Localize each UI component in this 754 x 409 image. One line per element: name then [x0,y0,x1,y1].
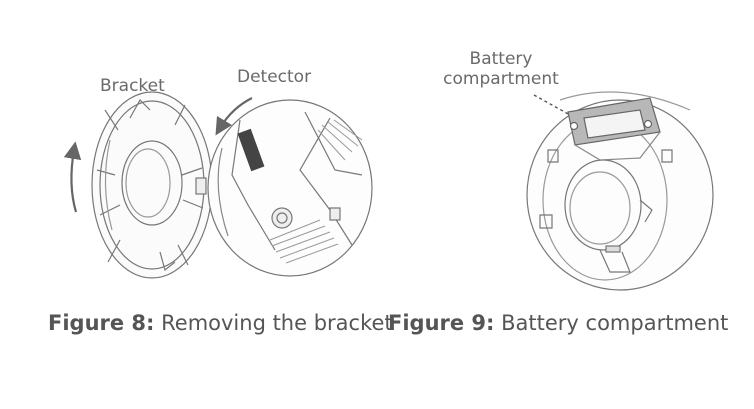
detector-illustration [207,99,373,277]
figure9-caption-text: Battery compartment [494,311,729,335]
figure8-caption: Figure 8: Removing the bracket [48,311,393,335]
figure9-caption: Figure 9: Battery compartment [388,311,728,335]
figure8-caption-text: Removing the bracket [154,311,393,335]
bracket-illustration [91,91,213,279]
battery-compartment-label: Battery compartment [443,49,559,89]
figure9-number: Figure 9: [388,311,495,335]
rotate-down-arrow [215,97,253,136]
rotate-up-arrow [63,141,82,213]
detector-label: Detector [237,67,312,87]
battery-compartment-illustration [567,97,661,161]
bracket-label: Bracket [100,76,165,96]
figure8-number: Figure 8: [48,311,155,335]
battery-callout-leader [533,94,571,116]
